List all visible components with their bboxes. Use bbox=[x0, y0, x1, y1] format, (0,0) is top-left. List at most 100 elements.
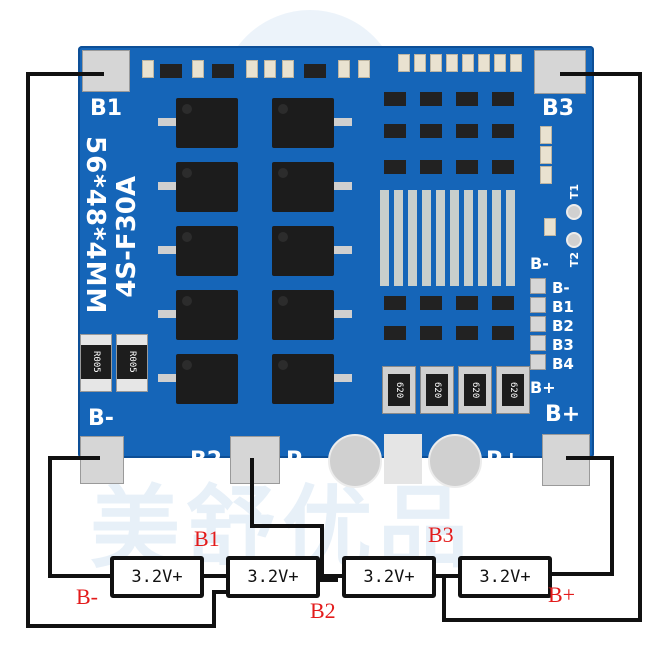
smd-component bbox=[462, 54, 474, 72]
mosfet bbox=[272, 290, 352, 340]
smd-component bbox=[430, 54, 442, 72]
smd-component bbox=[540, 126, 552, 144]
transistor bbox=[304, 64, 326, 78]
balance-resistor: 620 bbox=[382, 366, 416, 414]
smd-component bbox=[478, 54, 490, 72]
header-pin-label: B- bbox=[552, 279, 570, 297]
label-header-bplus: B+ bbox=[530, 378, 556, 397]
label-b3: B3 bbox=[542, 96, 575, 121]
balance-resistor: 620 bbox=[420, 366, 454, 414]
protection-ic bbox=[456, 124, 478, 138]
smd-component bbox=[264, 60, 276, 78]
protection-ic bbox=[492, 160, 514, 174]
balance-header bbox=[530, 278, 548, 370]
annotation-bplus: B+ bbox=[548, 582, 576, 607]
smd-component bbox=[540, 166, 552, 184]
battery-cell: 3.2V+ bbox=[342, 556, 436, 598]
smd-component bbox=[398, 54, 410, 72]
protection-ic bbox=[420, 296, 442, 310]
protection-ic bbox=[456, 296, 478, 310]
wire-bminus bbox=[48, 456, 110, 578]
header-pin-label: B3 bbox=[552, 336, 574, 354]
shunt-resistor-right: R005 bbox=[116, 334, 148, 392]
transistor bbox=[160, 64, 182, 78]
header-pin bbox=[530, 297, 546, 313]
header-pin bbox=[530, 335, 546, 351]
protection-ic bbox=[384, 160, 406, 174]
header-pin-label: B1 bbox=[552, 298, 574, 316]
mosfet bbox=[158, 226, 238, 276]
smd-component bbox=[544, 218, 556, 236]
protection-ic bbox=[420, 92, 442, 106]
label-header-bminus: B- bbox=[530, 254, 549, 273]
header-pin-label: B4 bbox=[552, 355, 574, 373]
header-pin-label: B2 bbox=[552, 317, 574, 335]
smd-component bbox=[540, 146, 552, 164]
balance-resistor: 620 bbox=[458, 366, 492, 414]
smd-component bbox=[510, 54, 522, 72]
passive-grid bbox=[380, 190, 520, 286]
protection-ic bbox=[456, 92, 478, 106]
header-pin bbox=[530, 316, 546, 332]
label-pminus: P- bbox=[286, 448, 311, 473]
protection-ic bbox=[456, 160, 478, 174]
protection-ic bbox=[492, 296, 514, 310]
board-dimensions-text: 56*48*4MM bbox=[80, 136, 110, 315]
protection-ic bbox=[384, 296, 406, 310]
smd-component bbox=[414, 54, 426, 72]
pad-b1 bbox=[82, 50, 130, 92]
mosfet bbox=[272, 98, 352, 148]
smd-component bbox=[494, 54, 506, 72]
smd-component bbox=[446, 54, 458, 72]
battery-cell: 3.2V+ bbox=[458, 556, 552, 598]
shunt-resistor-left: R005 bbox=[80, 334, 112, 392]
wire-b2 bbox=[250, 458, 338, 582]
mosfet bbox=[272, 162, 352, 212]
annotation-b1: B1 bbox=[194, 526, 220, 551]
protection-ic bbox=[492, 92, 514, 106]
label-pplus: P+ bbox=[486, 448, 521, 473]
balance-resistor: 620 bbox=[496, 366, 530, 414]
smd-component bbox=[358, 60, 370, 78]
protection-ic bbox=[420, 124, 442, 138]
smd-component bbox=[246, 60, 258, 78]
smd-component bbox=[192, 60, 204, 78]
mosfet bbox=[158, 162, 238, 212]
battery-cell: 3.2V+ bbox=[110, 556, 204, 598]
mosfet bbox=[272, 226, 352, 276]
protection-ic bbox=[420, 160, 442, 174]
transistor bbox=[212, 64, 234, 78]
pad-pminus-hole bbox=[328, 434, 382, 488]
center-jumper bbox=[384, 434, 422, 484]
label-bminus-pcb: B- bbox=[88, 406, 114, 431]
smd-component bbox=[142, 60, 154, 78]
protection-ic bbox=[456, 326, 478, 340]
battery-cell: 3.2V+ bbox=[226, 556, 320, 598]
header-pin bbox=[530, 278, 546, 294]
protection-ic bbox=[384, 124, 406, 138]
label-b2-pcb: B2 bbox=[190, 448, 223, 473]
mosfet bbox=[158, 290, 238, 340]
wire-bplus bbox=[548, 456, 614, 576]
thermistor-pad-t1 bbox=[566, 204, 582, 220]
pad-pplus-hole bbox=[428, 434, 482, 488]
label-bplus-pcb: B+ bbox=[545, 402, 581, 427]
mosfet bbox=[158, 354, 238, 404]
smd-component bbox=[282, 60, 294, 78]
protection-ic bbox=[492, 124, 514, 138]
annotation-b3: B3 bbox=[428, 522, 454, 547]
wire-b1 bbox=[26, 72, 228, 628]
mosfet bbox=[272, 354, 352, 404]
thermistor-pad-t2 bbox=[566, 232, 582, 248]
protection-ic bbox=[420, 326, 442, 340]
annotation-bminus: B- bbox=[76, 584, 98, 609]
protection-ic bbox=[384, 326, 406, 340]
annotation-b2: B2 bbox=[310, 598, 336, 623]
pad-b2 bbox=[230, 436, 280, 484]
protection-ic bbox=[384, 92, 406, 106]
mosfet bbox=[158, 98, 238, 148]
header-pin bbox=[530, 354, 546, 370]
smd-component bbox=[338, 60, 350, 78]
